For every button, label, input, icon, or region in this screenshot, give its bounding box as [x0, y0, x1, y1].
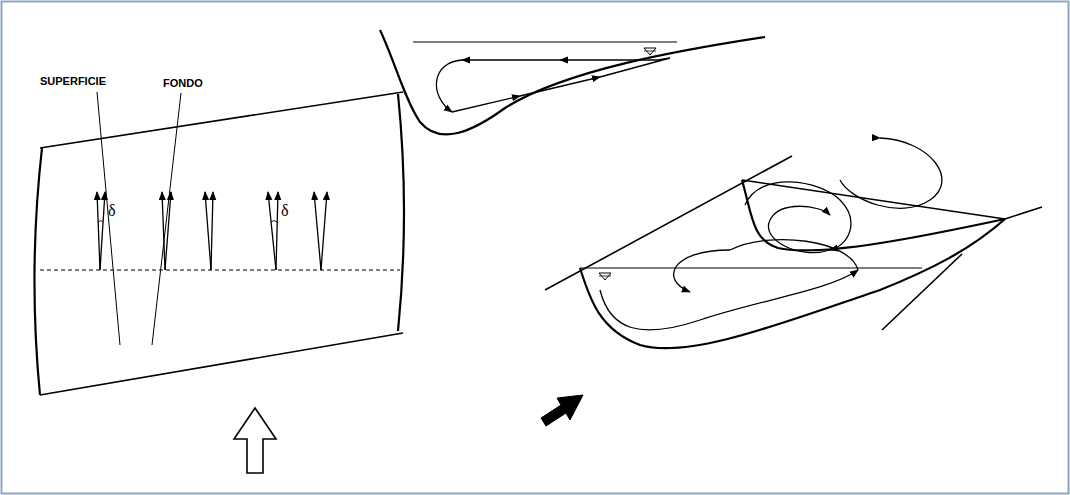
- flow-direction-arrow: [234, 408, 276, 473]
- channel-plan: [34, 92, 404, 395]
- angle-label: δ: [281, 203, 289, 219]
- velocity-arrows: [97, 192, 327, 270]
- perspective-bend: [545, 138, 1042, 348]
- leader-lines: [97, 92, 181, 345]
- bottom-label: FONDO: [163, 78, 203, 89]
- cross-section: [380, 30, 765, 134]
- surface-label: SUPERFICIE: [40, 76, 106, 87]
- view-direction-arrow: [541, 395, 583, 426]
- angle-label: δ: [108, 203, 116, 219]
